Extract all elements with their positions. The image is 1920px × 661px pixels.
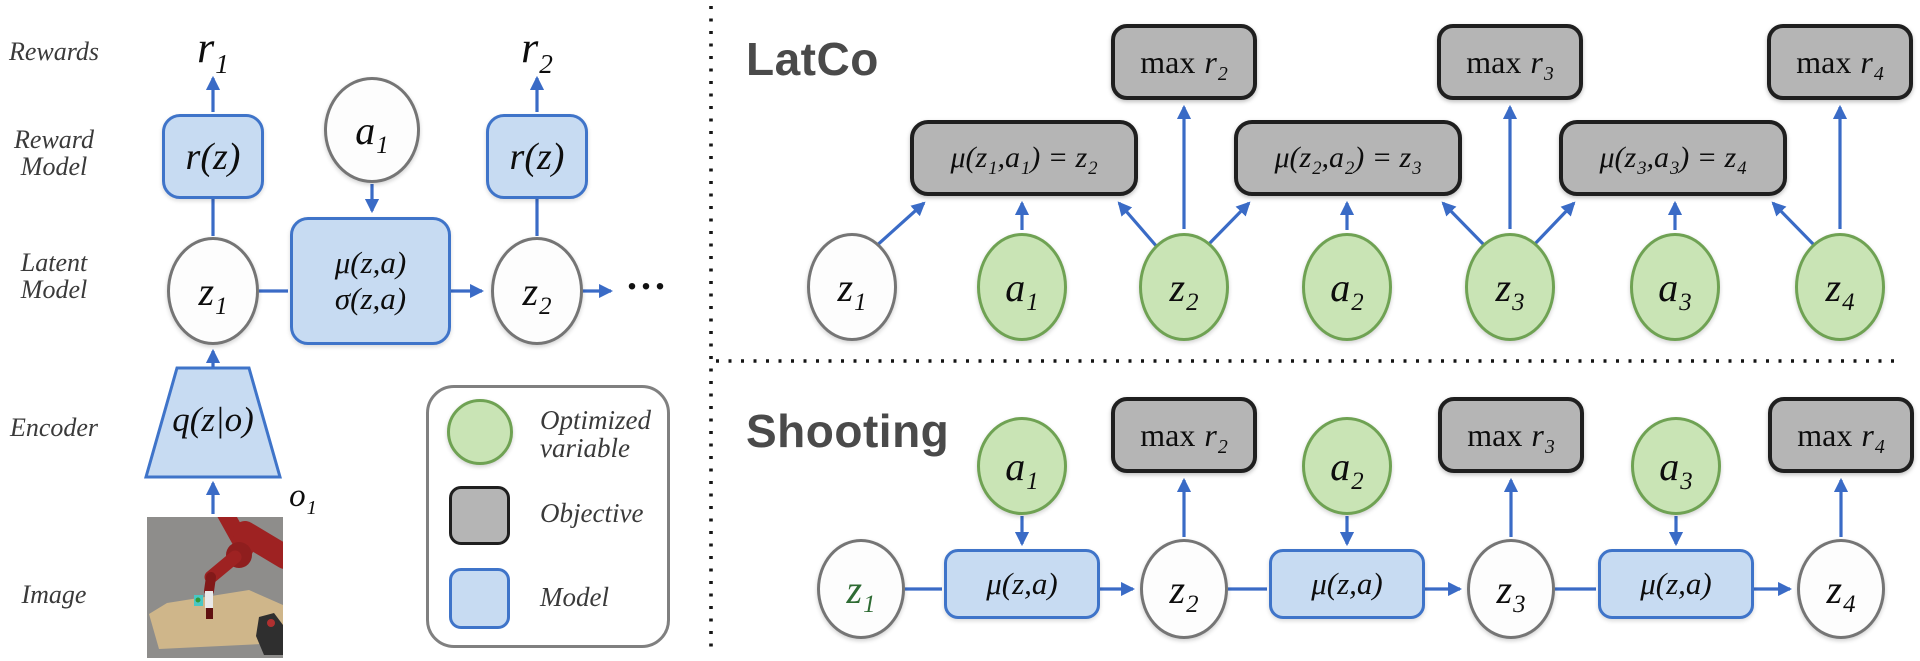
row-label-latent-model-line1: Latent (20, 248, 88, 277)
legend-optimized-variable-swatch (447, 399, 513, 465)
shooting-model-box-3: μ(z,a) (1598, 549, 1754, 619)
shooting-node-z2: z2 (1140, 539, 1228, 639)
legend-model-swatch (449, 568, 510, 629)
shooting-node-a2: a2 (1302, 417, 1392, 515)
node-state-2-label: z2 (522, 268, 552, 321)
latco-node-a3: a3 (1630, 233, 1720, 341)
latco-constraint-2: μ(z2,a2) = z3 (1234, 120, 1462, 196)
latco-constraint-3: μ(z3,a3) = z4 (1559, 120, 1787, 196)
latco-node-z1: z1 (807, 233, 897, 341)
robot-arm (194, 517, 283, 619)
shooting-node-a3-label: a3 (1659, 443, 1693, 496)
node-action-1-label: a1 (355, 107, 389, 160)
latco-node-z2: z2 (1139, 233, 1229, 341)
clamp-object (256, 613, 283, 655)
arrow-latco-z4-to-constraint3 (1771, 201, 1819, 250)
shooting-node-a3: a3 (1631, 417, 1721, 515)
shooting-model-box-1: μ(z,a) (944, 549, 1100, 619)
shooting-model-box-1-label: μ(z,a) (986, 566, 1058, 601)
latco-node-a2-label: a2 (1330, 264, 1364, 317)
latco-node-a3-label: a3 (1658, 264, 1692, 317)
latco-node-z4-label: z4 (1825, 264, 1855, 317)
row-label-reward-model-line2: Model (20, 152, 88, 181)
latco-constraint-3-label: μ(z3,a3) = z4 (1599, 141, 1747, 180)
legend-objective-label: Objective (540, 498, 644, 528)
shooting-model-box-3-label: μ(z,a) (1640, 566, 1712, 601)
latco-node-z3-label: z3 (1495, 264, 1525, 317)
shooting-node-z4: z4 (1797, 539, 1885, 639)
latent-model-box-line2: σ(z,a) (334, 281, 407, 316)
table-surface (149, 590, 283, 649)
encoder-box-label: q(z|o) (172, 400, 254, 439)
row-label-reward-model-line1: Reward (14, 125, 94, 154)
shooting-node-z2-label: z2 (1169, 566, 1199, 619)
latco-node-z1-label: z1 (837, 264, 867, 317)
shooting-node-a1: a1 (977, 417, 1067, 515)
latent-model-box: μ(z,a) σ(z,a) (290, 217, 451, 345)
latco-constraint-2-label: μ(z2,a2) = z3 (1274, 141, 1422, 180)
arrow-latco-z3-to-constraint3 (1529, 201, 1576, 250)
latco-node-z4: z4 (1795, 233, 1885, 341)
shooting-node-z1: z1 (817, 539, 905, 639)
arrow-latco-z3-to-constraint2 (1441, 201, 1489, 250)
legend-objective-swatch (449, 486, 510, 545)
shooting-node-z1-label: z1 (846, 566, 876, 619)
reward-model-box-1: r(z) (162, 114, 264, 199)
continuation-ellipsis: ... (627, 253, 669, 298)
encoder-trapezoid (144, 366, 282, 479)
node-state-1-label: z1 (198, 268, 228, 321)
latco-node-a2: a2 (1302, 233, 1392, 341)
reward-model-box-1-label: r(z) (185, 135, 241, 178)
shooting-model-box-2-label: μ(z,a) (1311, 566, 1383, 601)
latco-constraint-1: μ(z1,a1) = z2 (910, 120, 1138, 196)
observation-1-label: o1 (289, 478, 317, 520)
row-label-image: Image (21, 580, 87, 609)
shooting-model-box-2: μ(z,a) (1269, 549, 1425, 619)
arrow-latco-z1-to-constraint1 (872, 201, 926, 250)
row-label-encoder: Encoder (9, 413, 99, 442)
shooting-node-a1-label: a1 (1005, 443, 1039, 496)
legend-model-label: Model (540, 582, 609, 612)
node-action-1: a1 (324, 77, 420, 183)
shooting-node-z3-label: z3 (1496, 566, 1526, 619)
latent-model-box-line1: μ(z,a) (334, 245, 407, 280)
reward-1-label: r1 (197, 23, 229, 79)
shooting-node-z3: z3 (1467, 539, 1555, 639)
shooting-node-a2-label: a2 (1330, 443, 1364, 496)
shooting-node-z4-label: z4 (1826, 566, 1856, 619)
node-state-1: z1 (167, 237, 259, 345)
arrow-latco-z2-to-constraint1 (1117, 201, 1160, 250)
reward-model-box-2: r(z) (486, 114, 588, 199)
latco-node-a1: a1 (977, 233, 1067, 341)
legend-optimized-label-line2: variable (540, 433, 630, 463)
robot-observation-image (147, 517, 283, 658)
latco-node-z3: z3 (1465, 233, 1555, 341)
latco-constraint-1-label: μ(z1,a1) = z2 (950, 141, 1098, 180)
latco-title: LatCo (746, 33, 879, 85)
row-label-rewards: Rewards (8, 37, 100, 66)
arrow-latco-z2-to-constraint2 (1203, 201, 1251, 250)
latco-node-z2-label: z2 (1169, 264, 1199, 317)
row-label-latent-model-line2: Model (20, 275, 88, 304)
reward-2-label: r2 (521, 23, 553, 79)
legend-optimized-label-line1: Optimized (540, 405, 651, 435)
latco-node-a1-label: a1 (1005, 264, 1039, 317)
reward-model-box-2-label: r(z) (509, 135, 565, 178)
shooting-title: Shooting (746, 405, 950, 457)
node-state-2: z2 (491, 237, 583, 345)
